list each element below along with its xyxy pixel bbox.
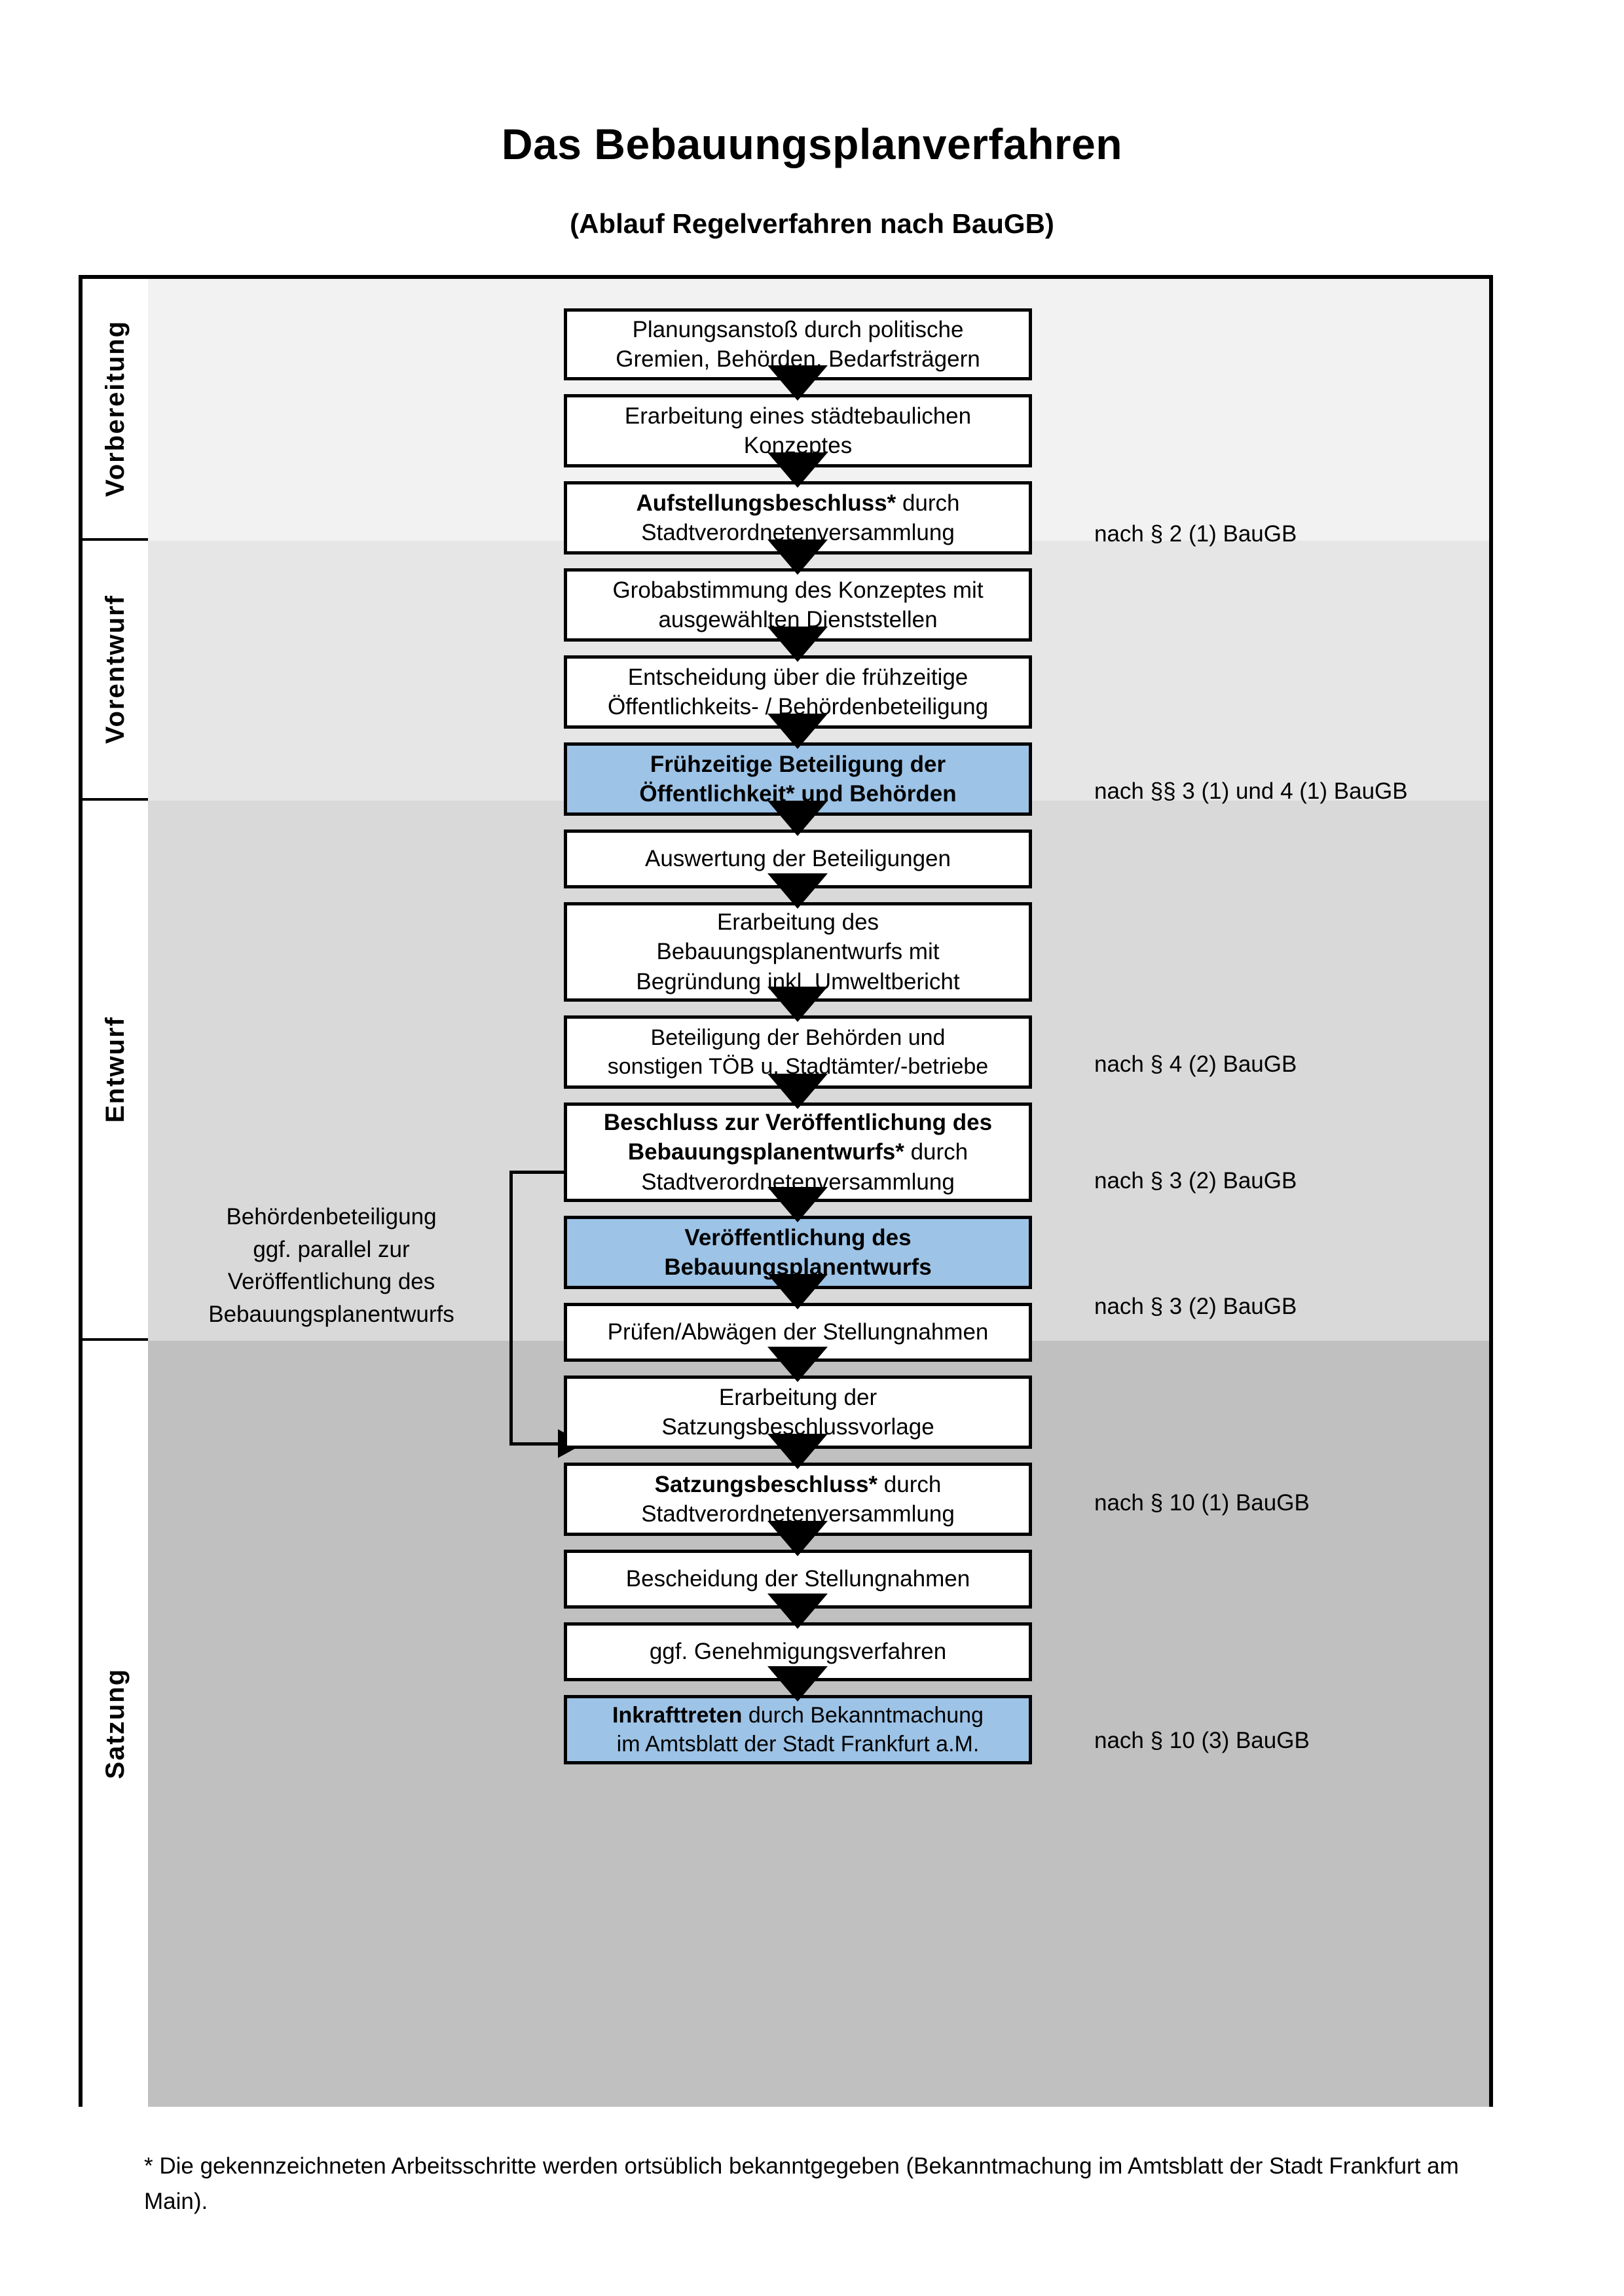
step-line-bold: Bebauungsplanentwurfs* bbox=[627, 1139, 904, 1165]
phase-label-satzung: Satzung bbox=[83, 1341, 148, 2107]
legal-note-par3-4-1: nach §§ 3 (1) und 4 (1) BauGB bbox=[1094, 778, 1408, 804]
phase-label-vorbereitung: Vorbereitung bbox=[83, 279, 148, 541]
step-line: Bescheidung der Stellungnahmen bbox=[625, 1566, 970, 1592]
step-line: Erarbeitung eines städtebaulichen bbox=[624, 403, 972, 429]
parallel-note-line: Bebauungsplanentwurfs bbox=[208, 1302, 454, 1328]
legal-note-par10-3: nach § 10 (3) BauGB bbox=[1094, 1728, 1310, 1753]
step-line-rest: durch bbox=[877, 1471, 942, 1497]
phase-label-entwurf: Entwurf bbox=[83, 801, 148, 1341]
step-line-rest: durch bbox=[904, 1139, 969, 1165]
elbow-connector-top-segment bbox=[509, 1171, 567, 1174]
parallel-process-note: Behördenbeteiligung ggf. parallel zur Ve… bbox=[155, 1201, 508, 1331]
arrow-down-16 bbox=[767, 1666, 828, 1702]
arrow-down-12 bbox=[767, 1347, 828, 1382]
step-line-bold: Inkrafttreten bbox=[612, 1702, 743, 1728]
legal-note-par3-2a: nach § 3 (2) BauGB bbox=[1094, 1168, 1297, 1194]
parallel-note-line: Behördenbeteiligung bbox=[226, 1204, 437, 1230]
elbow-connector-vertical bbox=[509, 1171, 513, 1446]
arrow-down-15 bbox=[767, 1594, 828, 1629]
arrow-down-3 bbox=[767, 539, 828, 575]
step-line: Aufstellungsbeschluss* durch bbox=[636, 488, 959, 519]
legal-note-par3-2b: nach § 3 (2) BauGB bbox=[1094, 1294, 1297, 1319]
footnote-text: * Die gekennzeichneten Arbeitsschritte w… bbox=[144, 2153, 1459, 2215]
step-line: Bebauungsplanentwurfs mit bbox=[656, 939, 940, 965]
step-line: Prüfen/Abwägen der Stellungnahmen bbox=[607, 1319, 989, 1345]
step-line-bold: Frühzeitige Beteiligung der bbox=[650, 751, 946, 777]
step-line: Frühzeitige Beteiligung der bbox=[650, 750, 946, 780]
arrow-down-9 bbox=[767, 1074, 828, 1109]
step-line: Erarbeitung der bbox=[718, 1384, 877, 1410]
arrow-down-5 bbox=[767, 714, 828, 749]
step-line: Beteiligung der Behörden und bbox=[650, 1025, 946, 1050]
step-inkrafttreten[interactable]: Inkrafttreten durch Bekanntmachung im Am… bbox=[564, 1695, 1032, 1764]
arrow-down-11 bbox=[767, 1274, 828, 1309]
step-line: ggf. Genehmigungsverfahren bbox=[649, 1639, 947, 1665]
step-line: Satzungsbeschluss* durch bbox=[655, 1470, 942, 1500]
step-line: im Amtsblatt der Stadt Frankfurt a.M. bbox=[616, 1732, 980, 1757]
flowchart-frame: Vorbereitung Vorentwurf Entwurf Satzung … bbox=[79, 275, 1493, 2107]
phase-label-text-satzung: Satzung bbox=[100, 1668, 130, 1779]
arrow-down-10 bbox=[767, 1187, 828, 1222]
step-line: Bebauungsplanentwurfs* durch bbox=[628, 1137, 968, 1167]
step-line: Inkrafttreten durch Bekanntmachung bbox=[612, 1701, 984, 1730]
step-line: Planungsanstoß durch politische bbox=[632, 316, 964, 342]
step-line: Beschluss zur Veröffentlichung des bbox=[604, 1108, 992, 1138]
legal-note-par10-1: nach § 10 (1) BauGB bbox=[1094, 1490, 1310, 1516]
page-title: Das Bebauungsplanverfahren bbox=[501, 120, 1123, 168]
arrow-down-2 bbox=[767, 452, 828, 488]
arrow-down-7 bbox=[767, 873, 828, 909]
step-beschluss-veroeffentlichung[interactable]: Beschluss zur Veröffentlichung des Bebau… bbox=[564, 1102, 1032, 1202]
arrow-down-4 bbox=[767, 627, 828, 662]
step-line-bold: Satzungsbeschluss* bbox=[654, 1471, 878, 1497]
page-subtitle: (Ablauf Regelverfahren nach BauGB) bbox=[570, 208, 1054, 239]
parallel-note-line: ggf. parallel zur bbox=[253, 1236, 410, 1262]
step-line: Auswertung der Beteiligungen bbox=[645, 846, 951, 872]
step-line: Veröffentlichung des bbox=[684, 1223, 911, 1253]
step-line-rest: durch bbox=[896, 490, 960, 516]
legal-note-par2-1: nach § 2 (1) BauGB bbox=[1094, 521, 1297, 547]
step-planungsanstoss[interactable]: Planungsanstoß durch politische Gremien,… bbox=[564, 308, 1032, 380]
phase-label-column: Vorbereitung Vorentwurf Entwurf Satzung bbox=[83, 279, 148, 2107]
phase-label-text-vorentwurf: Vorentwurf bbox=[100, 594, 130, 744]
step-line: Entscheidung über die frühzeitige bbox=[627, 664, 969, 690]
step-line: Grobabstimmung des Konzeptes mit bbox=[612, 577, 984, 603]
step-line-bold: Aufstellungsbeschluss* bbox=[636, 490, 896, 516]
legal-note-par4-2: nach § 4 (2) BauGB bbox=[1094, 1051, 1297, 1077]
arrow-down-6 bbox=[767, 801, 828, 836]
elbow-connector-bottom-segment bbox=[509, 1442, 561, 1446]
step-line-bold: Beschluss zur Veröffentlichung des bbox=[603, 1109, 993, 1135]
phase-label-text-entwurf: Entwurf bbox=[100, 1016, 130, 1123]
arrow-down-1 bbox=[767, 365, 828, 401]
step-line-bold: Veröffentlichung des bbox=[684, 1224, 912, 1250]
phase-label-text-vorbereitung: Vorbereitung bbox=[100, 320, 130, 497]
step-line-rest: durch Bekanntmachung bbox=[742, 1702, 984, 1728]
phase-label-vorentwurf: Vorentwurf bbox=[83, 541, 148, 801]
arrow-down-13 bbox=[767, 1434, 828, 1469]
arrow-down-14 bbox=[767, 1521, 828, 1556]
parallel-note-line: Veröffentlichung des bbox=[227, 1269, 435, 1295]
arrow-down-8 bbox=[767, 987, 828, 1022]
step-line: Erarbeitung des bbox=[716, 909, 879, 935]
